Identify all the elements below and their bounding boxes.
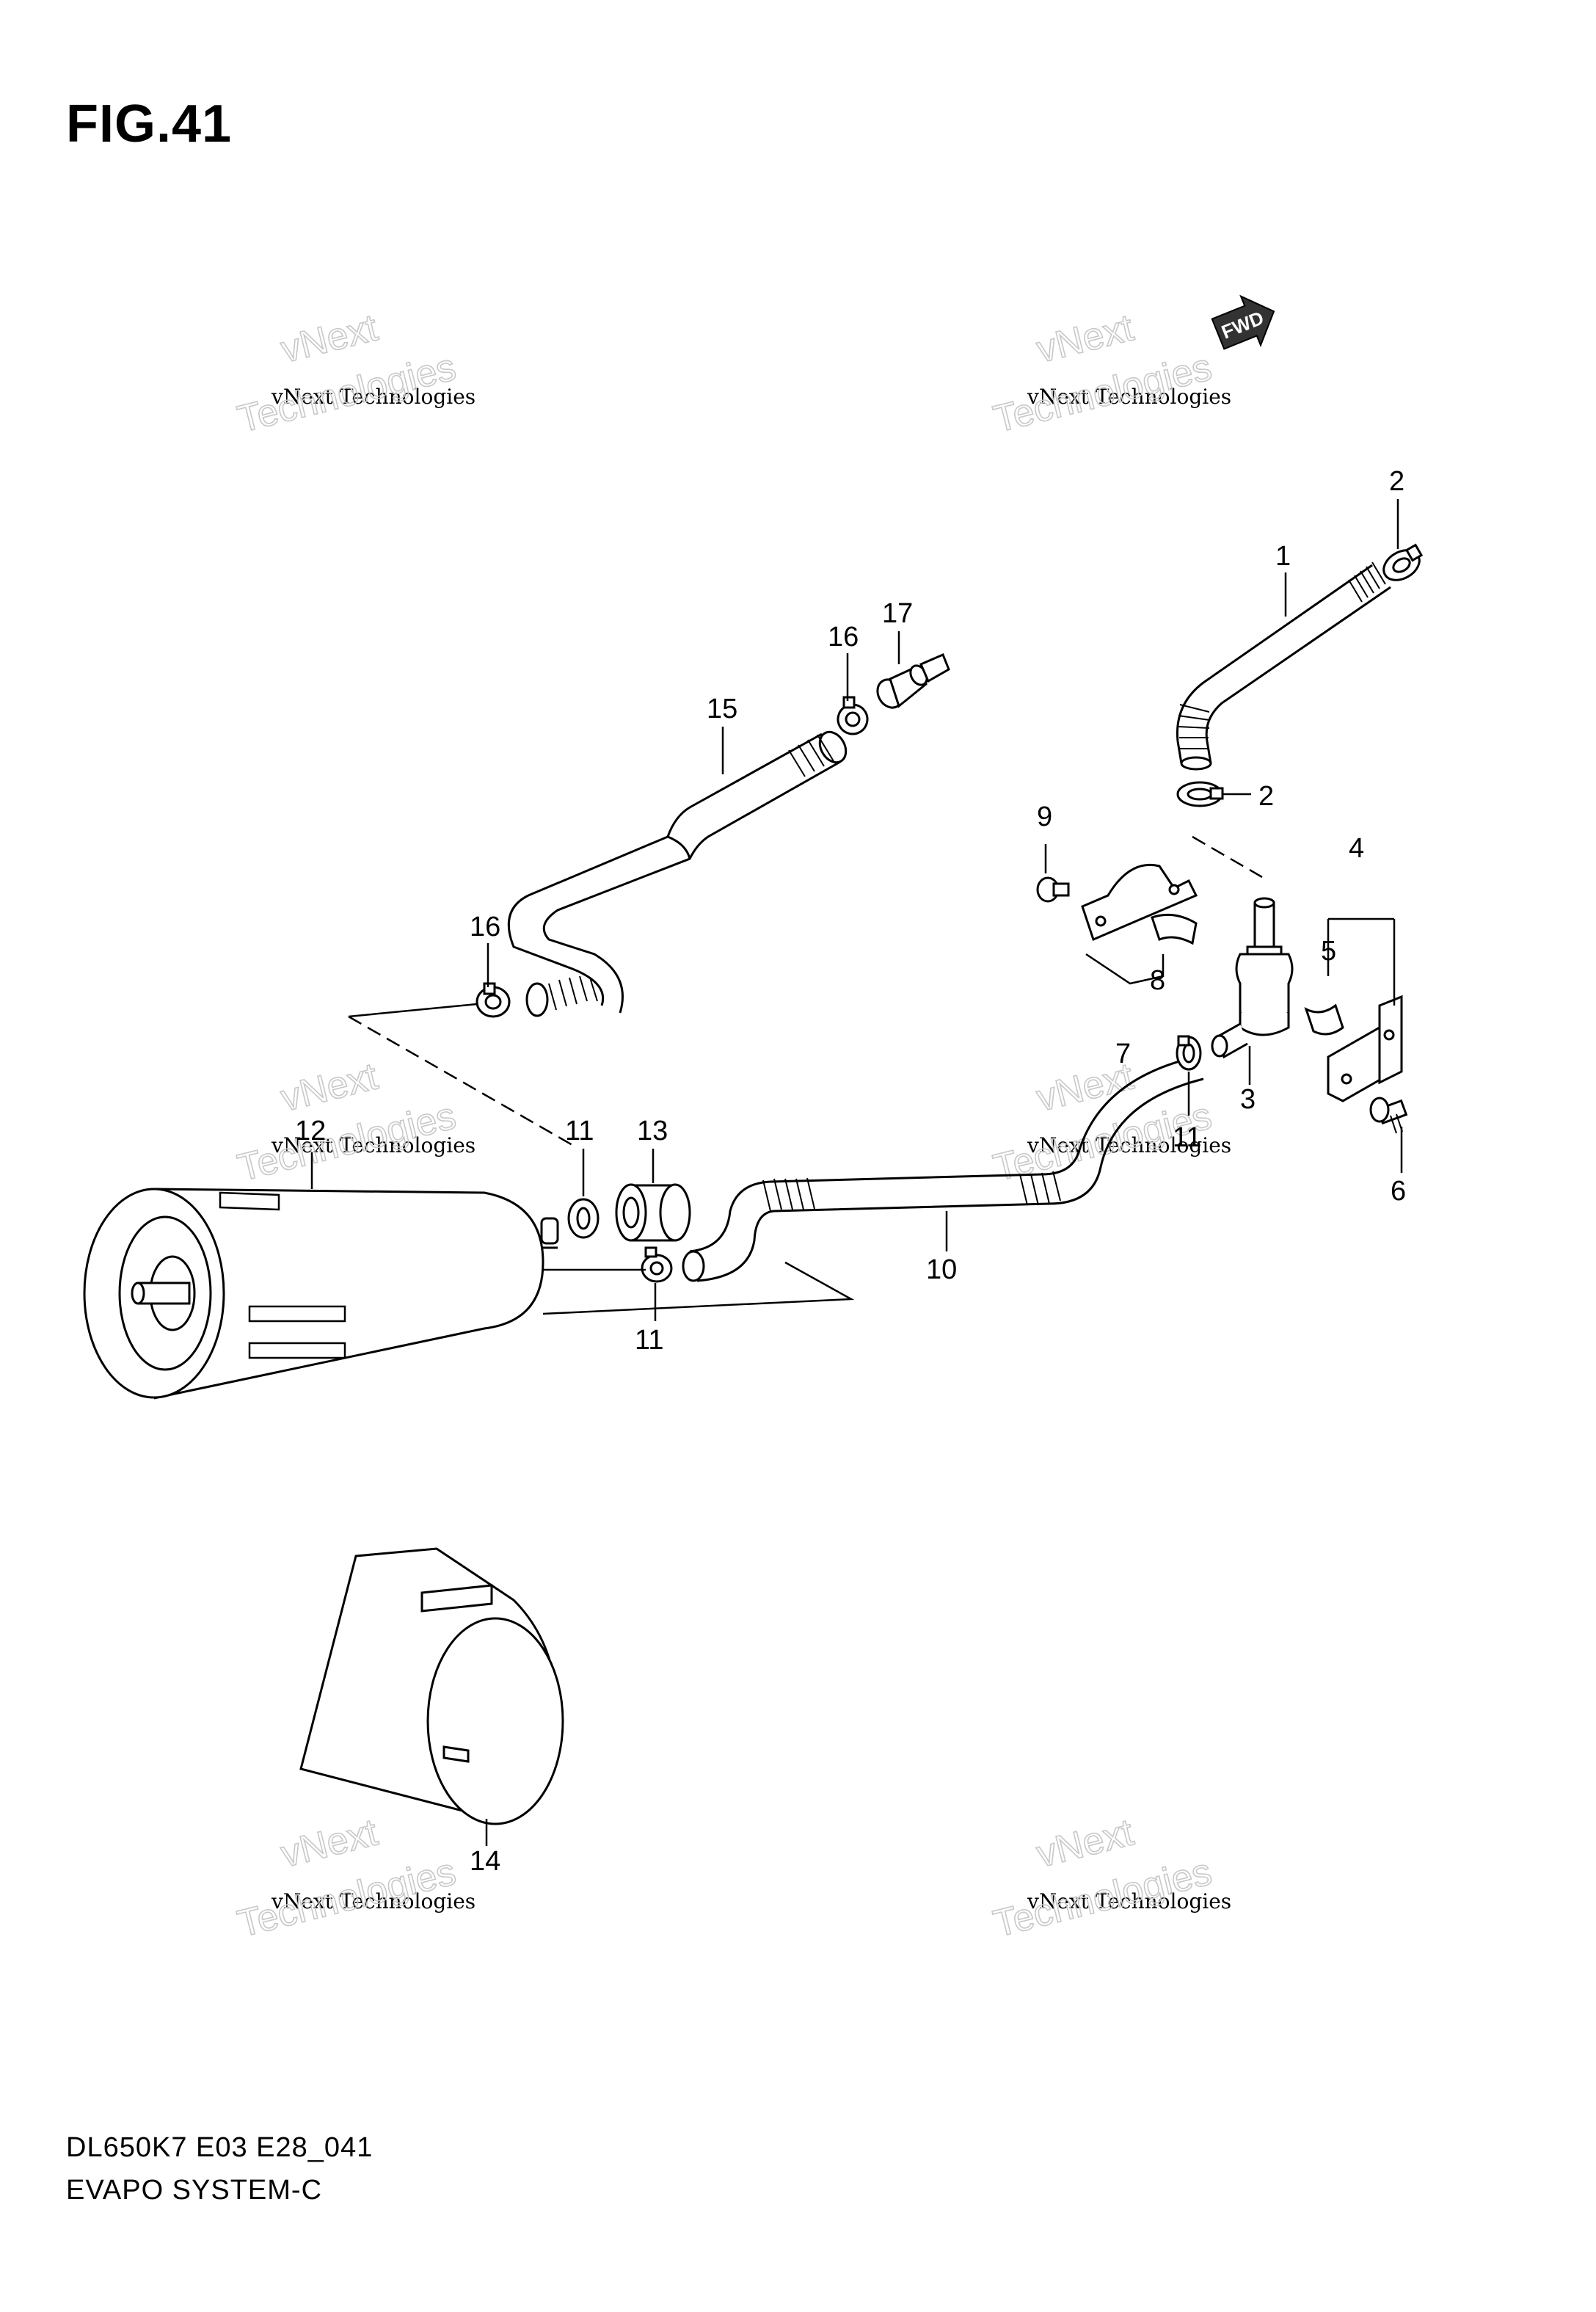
part-4-bracket bbox=[1327, 995, 1403, 1102]
callout-14: 14 bbox=[470, 1846, 500, 1877]
svg-text:vNext Technologies: vNext Technologies bbox=[271, 385, 475, 409]
part-16-clamp-bottom bbox=[475, 982, 511, 1018]
watermark-top-left: vNext vNext Technologies Technologies bbox=[233, 306, 476, 442]
callout-11-bottom: 11 bbox=[635, 1325, 663, 1356]
callout-9: 9 bbox=[1037, 801, 1052, 832]
part-10-hose bbox=[682, 1055, 1204, 1282]
callout-8: 8 bbox=[1150, 965, 1165, 996]
svg-text:vNext: vNext bbox=[277, 1811, 382, 1876]
part-11-clamp-right bbox=[1176, 1035, 1202, 1071]
figure-name: EVAPO SYSTEM-C bbox=[66, 2175, 323, 2206]
callout-17: 17 bbox=[882, 598, 913, 629]
figure-code: DL650K7 E03 E28_041 bbox=[66, 2132, 374, 2163]
part-8-rubber bbox=[1151, 913, 1198, 945]
callout-16-bottom: 16 bbox=[470, 912, 500, 942]
callout-10: 10 bbox=[926, 1254, 957, 1285]
part-6-bolt bbox=[1369, 1097, 1408, 1134]
watermark-bottom-left: vNext vNext Technologies Technologies bbox=[233, 1811, 476, 1946]
svg-text:Technologies: Technologies bbox=[989, 1850, 1216, 1946]
part-11-clamp-lower bbox=[641, 1246, 673, 1283]
leader-7 bbox=[1085, 953, 1165, 985]
svg-text:vNext Technologies: vNext Technologies bbox=[1027, 1133, 1231, 1157]
part-13-sleeve bbox=[615, 1183, 691, 1242]
leader-solid-2 bbox=[348, 1003, 478, 1018]
watermark-top-right: vNext vNext Technologies Technologies bbox=[989, 306, 1232, 442]
callout-12: 12 bbox=[295, 1116, 326, 1146]
svg-text:vNext: vNext bbox=[277, 1055, 382, 1120]
leader-canister-lines bbox=[542, 1261, 855, 1315]
callout-7: 7 bbox=[1115, 1039, 1131, 1069]
part-1-hose bbox=[1176, 561, 1391, 771]
part-9-screw bbox=[1036, 876, 1070, 903]
callout-2-top: 2 bbox=[1389, 466, 1404, 497]
svg-text:vNext Technologies: vNext Technologies bbox=[271, 1889, 475, 1913]
part-2-clamp-bottom bbox=[1176, 781, 1224, 807]
part-14-cover bbox=[299, 1547, 564, 1825]
svg-text:Technologies: Technologies bbox=[233, 1850, 460, 1946]
part-7-clamp-bracket bbox=[1081, 863, 1198, 942]
callout-1: 1 bbox=[1275, 541, 1291, 572]
svg-text:vNext Technologies: vNext Technologies bbox=[271, 1133, 475, 1157]
part-12-canister bbox=[83, 1188, 559, 1400]
fwd-arrow-icon: FWD bbox=[1211, 294, 1275, 350]
leader-4 bbox=[1327, 917, 1396, 1006]
part-2-clamp-top bbox=[1382, 543, 1424, 581]
part-16-clamp-top bbox=[837, 696, 869, 735]
callout-15: 15 bbox=[707, 694, 737, 724]
watermark-bottom-right: vNext vNext Technologies Technologies bbox=[989, 1811, 1232, 1946]
watermark-mid-left: vNext vNext Technologies Technologies bbox=[233, 1055, 476, 1190]
callout-5: 5 bbox=[1321, 936, 1336, 967]
svg-text:vNext Technologies: vNext Technologies bbox=[1027, 1889, 1231, 1913]
svg-text:Technologies: Technologies bbox=[989, 346, 1216, 441]
callout-16-top: 16 bbox=[828, 622, 859, 652]
svg-text:vNext: vNext bbox=[277, 306, 382, 371]
part-3-valve bbox=[1211, 897, 1294, 1059]
callout-2-bottom: 2 bbox=[1258, 781, 1274, 812]
callout-11-right: 11 bbox=[1173, 1122, 1201, 1153]
figure-title: FIG.41 bbox=[66, 95, 233, 153]
callout-4: 4 bbox=[1349, 833, 1364, 864]
part-11-clamp-upper bbox=[567, 1198, 600, 1239]
callout-6: 6 bbox=[1391, 1176, 1406, 1207]
svg-text:Technologies: Technologies bbox=[233, 1094, 460, 1190]
part-15-hose bbox=[507, 730, 848, 1017]
leader-dashed-1 bbox=[1192, 835, 1263, 879]
svg-text:vNext Technologies: vNext Technologies bbox=[1027, 385, 1231, 409]
part-5-clip bbox=[1304, 1003, 1344, 1036]
callout-11-left: 11 bbox=[565, 1116, 594, 1146]
callout-13: 13 bbox=[637, 1116, 668, 1146]
svg-text:Technologies: Technologies bbox=[233, 346, 460, 441]
svg-text:vNext: vNext bbox=[1032, 306, 1138, 371]
callout-3: 3 bbox=[1240, 1084, 1256, 1115]
svg-text:vNext: vNext bbox=[1032, 1811, 1138, 1876]
part-17-fitting bbox=[876, 653, 950, 709]
